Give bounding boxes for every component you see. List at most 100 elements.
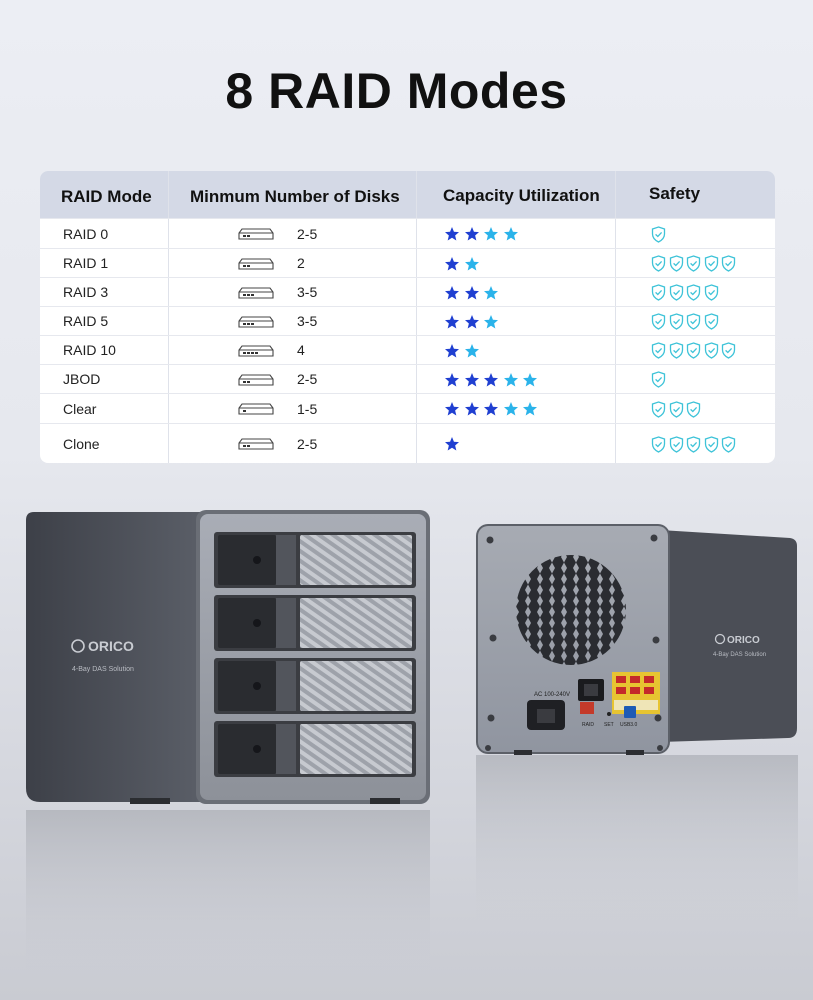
table-header: RAID Mode Minmum Number of Disks Capacit… xyxy=(40,171,775,218)
disk-bay-icon xyxy=(238,286,274,300)
product-illustration: ORICO 4-Bay DAS Solution ORICO 4-Bay DAS… xyxy=(26,510,798,980)
shield-check-icon xyxy=(651,255,666,272)
star-icon xyxy=(444,372,460,388)
table-row: JBOD 2-5 xyxy=(40,364,775,394)
screws xyxy=(485,534,663,751)
star-icon xyxy=(464,372,480,388)
table-row: RAID 5 3-5 xyxy=(40,306,775,336)
star-icon xyxy=(464,285,480,301)
power-label: AC 100-240V xyxy=(534,692,570,698)
raid-mode-cell: RAID 5 xyxy=(63,313,109,329)
shield-check-icon xyxy=(651,313,666,330)
star-icon xyxy=(444,285,460,301)
shield-check-icon xyxy=(651,401,666,418)
disk-bay-icon xyxy=(238,315,274,329)
shield-check-icon xyxy=(686,401,701,418)
floor-reflection xyxy=(476,755,798,925)
disk-bay-icon xyxy=(238,373,274,387)
usb-port xyxy=(624,706,636,718)
raid-mode-cell: JBOD xyxy=(63,371,101,387)
raid-mode-cell: RAID 0 xyxy=(63,226,109,242)
star-icon xyxy=(464,401,480,417)
header-raid-mode: RAID Mode xyxy=(61,187,152,206)
star-icon xyxy=(464,343,480,359)
disk-bay-icon xyxy=(238,344,274,358)
shield-check-icon xyxy=(704,284,719,301)
drive-tray[interactable] xyxy=(214,595,416,651)
star-icon xyxy=(464,314,480,330)
shield-check-icon xyxy=(651,226,666,243)
shield-check-icon xyxy=(669,342,684,359)
min-disks-cell: 2 xyxy=(297,255,305,271)
disk-bay-icon xyxy=(238,437,274,451)
raid-mode-cell: RAID 3 xyxy=(63,284,109,300)
shield-check-icon xyxy=(686,436,701,453)
shield-check-icon xyxy=(669,255,684,272)
star-icon xyxy=(444,226,460,242)
orico-logo: ORICO 4-Bay DAS Solution xyxy=(71,638,134,673)
star-icon xyxy=(444,436,460,452)
star-icon xyxy=(522,372,538,388)
star-icon xyxy=(483,401,499,417)
drive-tray[interactable] xyxy=(214,721,416,777)
raid-mode-cell: Clear xyxy=(63,401,97,417)
shield-check-icon xyxy=(721,255,736,272)
shield-check-icon xyxy=(669,284,684,301)
star-icon xyxy=(483,314,499,330)
front-enclosure: ORICO 4-Bay DAS Solution xyxy=(26,510,430,804)
usb-label: USB3.0 xyxy=(620,722,637,728)
star-icon xyxy=(464,256,480,272)
min-disks-cell: 2-5 xyxy=(297,371,318,387)
min-disks-cell: 1-5 xyxy=(297,401,318,417)
brand-logo-text: ORICO xyxy=(727,635,760,646)
orico-logo: ORICO 4-Bay DAS Solution xyxy=(713,633,766,658)
table-row: Clear 1-5 xyxy=(40,393,775,424)
star-icon xyxy=(503,372,519,388)
shield-check-icon xyxy=(686,255,701,272)
fan-grille xyxy=(516,555,626,665)
page-title: 8 RAID Modes xyxy=(225,63,568,119)
brand-tagline: 4-Bay DAS Solution xyxy=(72,666,134,673)
header-capacity: Capacity Utilization xyxy=(443,186,600,205)
drive-trays xyxy=(214,532,416,777)
drive-tray[interactable] xyxy=(214,658,416,714)
table-row: RAID 3 3-5 xyxy=(40,277,775,307)
disk-bay-icon xyxy=(238,257,274,271)
drive-tray[interactable] xyxy=(214,532,416,588)
floor-reflection xyxy=(26,810,430,980)
shield-check-icon xyxy=(651,342,666,359)
star-icon xyxy=(444,314,460,330)
star-icon xyxy=(483,226,499,242)
shield-check-icon xyxy=(686,313,701,330)
shield-check-icon xyxy=(704,436,719,453)
min-disks-cell: 3-5 xyxy=(297,313,318,329)
star-icon xyxy=(444,256,460,272)
disk-bay-icon xyxy=(238,227,274,241)
rear-enclosure: ORICO 4-Bay DAS Solution AC 100-240V RAI… xyxy=(476,524,797,755)
column-divider xyxy=(168,171,169,463)
brand-logo-text: ORICO xyxy=(88,638,134,654)
shield-check-icon xyxy=(669,436,684,453)
star-icon xyxy=(483,285,499,301)
shield-check-icon xyxy=(686,342,701,359)
set-label: SET xyxy=(604,722,614,728)
star-icon xyxy=(503,401,519,417)
min-disks-cell: 2-5 xyxy=(297,436,318,452)
shield-check-icon xyxy=(651,436,666,453)
shield-check-icon xyxy=(669,313,684,330)
shield-check-icon xyxy=(651,284,666,301)
shield-check-icon xyxy=(651,371,666,388)
header-safety: Safety xyxy=(649,184,701,203)
shield-check-icon xyxy=(704,255,719,272)
set-button xyxy=(607,712,611,716)
min-disks-cell: 3-5 xyxy=(297,284,318,300)
star-icon xyxy=(444,401,460,417)
star-icon xyxy=(483,372,499,388)
raid-label: RAID xyxy=(582,722,594,728)
shield-check-icon xyxy=(721,342,736,359)
shield-check-icon xyxy=(669,401,684,418)
